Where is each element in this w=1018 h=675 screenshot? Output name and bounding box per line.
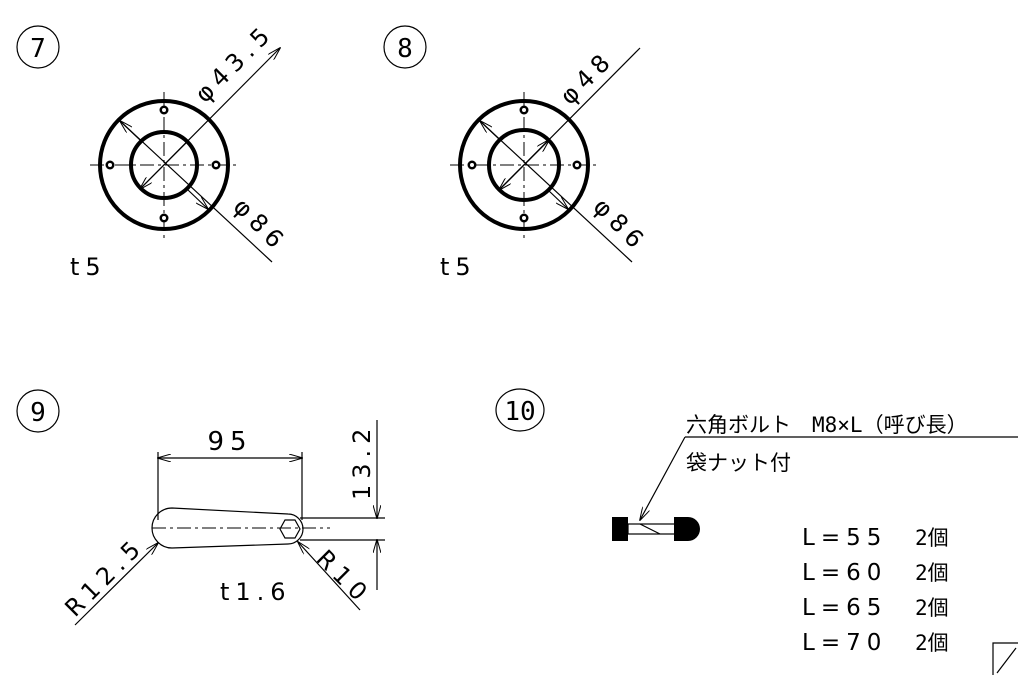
bolt-icon xyxy=(612,517,700,541)
part-7-bolt-holes xyxy=(105,105,221,223)
part-9-balloon xyxy=(16,389,60,433)
part-9-number: 9 xyxy=(30,398,46,428)
bolt-qty-3: 2個 xyxy=(915,596,949,620)
bolt-title: 六角ボルト M8×L（呼び長） xyxy=(686,413,968,437)
part-8-number: 8 xyxy=(397,34,413,64)
bolt-subtitle: 袋ナット付 xyxy=(686,451,791,475)
bolt-length-list: L=55 2個 L=60 2個 L=65 2個 L=70 2個 xyxy=(802,525,949,656)
title-block-corner xyxy=(992,642,1018,675)
part-8-outer-leader xyxy=(479,120,633,263)
bolt-leader xyxy=(640,436,686,520)
part-7-outer-dim: φ86 xyxy=(228,192,293,257)
bolt-qty-2: 2個 xyxy=(915,561,949,585)
bolt-length-2: L=60 xyxy=(802,560,887,586)
part-7-number: 7 xyxy=(30,34,46,64)
part-7-thickness: t5 xyxy=(70,253,107,281)
part-8: 8 φ48 φ86 t5 xyxy=(383,25,653,281)
part-8-bolt-holes xyxy=(467,105,582,223)
part-7-inner-dim: φ43.5 xyxy=(189,18,279,108)
part-9-outline xyxy=(151,507,304,549)
part-9-length-dim: 95 xyxy=(207,427,252,457)
part-9: 9 95 13.2 R12.5 R10 t1.6 xyxy=(16,389,385,626)
bolt-length-3: L=65 xyxy=(802,595,887,621)
part-9-thickness: t1.6 xyxy=(220,578,292,606)
part-9-hex-hole xyxy=(279,519,301,539)
part-9-r-large-leader xyxy=(74,543,158,626)
part-8-outer-dim: φ86 xyxy=(588,192,653,257)
part-10: 10 六角ボルト M8×L（呼び長） 袋ナット付 L=55 2個 L=60 2個… xyxy=(495,388,1018,675)
part-9-r-small-leader xyxy=(298,542,361,611)
part-7-outer-leader xyxy=(119,120,273,263)
part-9-height-dim: 13.2 xyxy=(348,423,376,500)
bolt-qty-4: 2個 xyxy=(915,631,949,655)
part-8-thickness: t5 xyxy=(440,253,477,281)
bolt-length-4: L=70 xyxy=(802,630,887,656)
part-8-balloon xyxy=(383,25,427,69)
part-7: 7 φ43.5 φ86 t5 xyxy=(16,18,293,281)
bolt-qty-1: 2個 xyxy=(915,526,949,550)
part-10-number: 10 xyxy=(504,397,535,427)
part-9-r-large: R12.5 xyxy=(59,532,150,623)
part-9-r-small: R10 xyxy=(311,544,377,610)
part-7-balloon xyxy=(16,25,60,69)
bolt-length-1: L=55 xyxy=(802,525,887,551)
part-10-balloon xyxy=(495,388,545,432)
